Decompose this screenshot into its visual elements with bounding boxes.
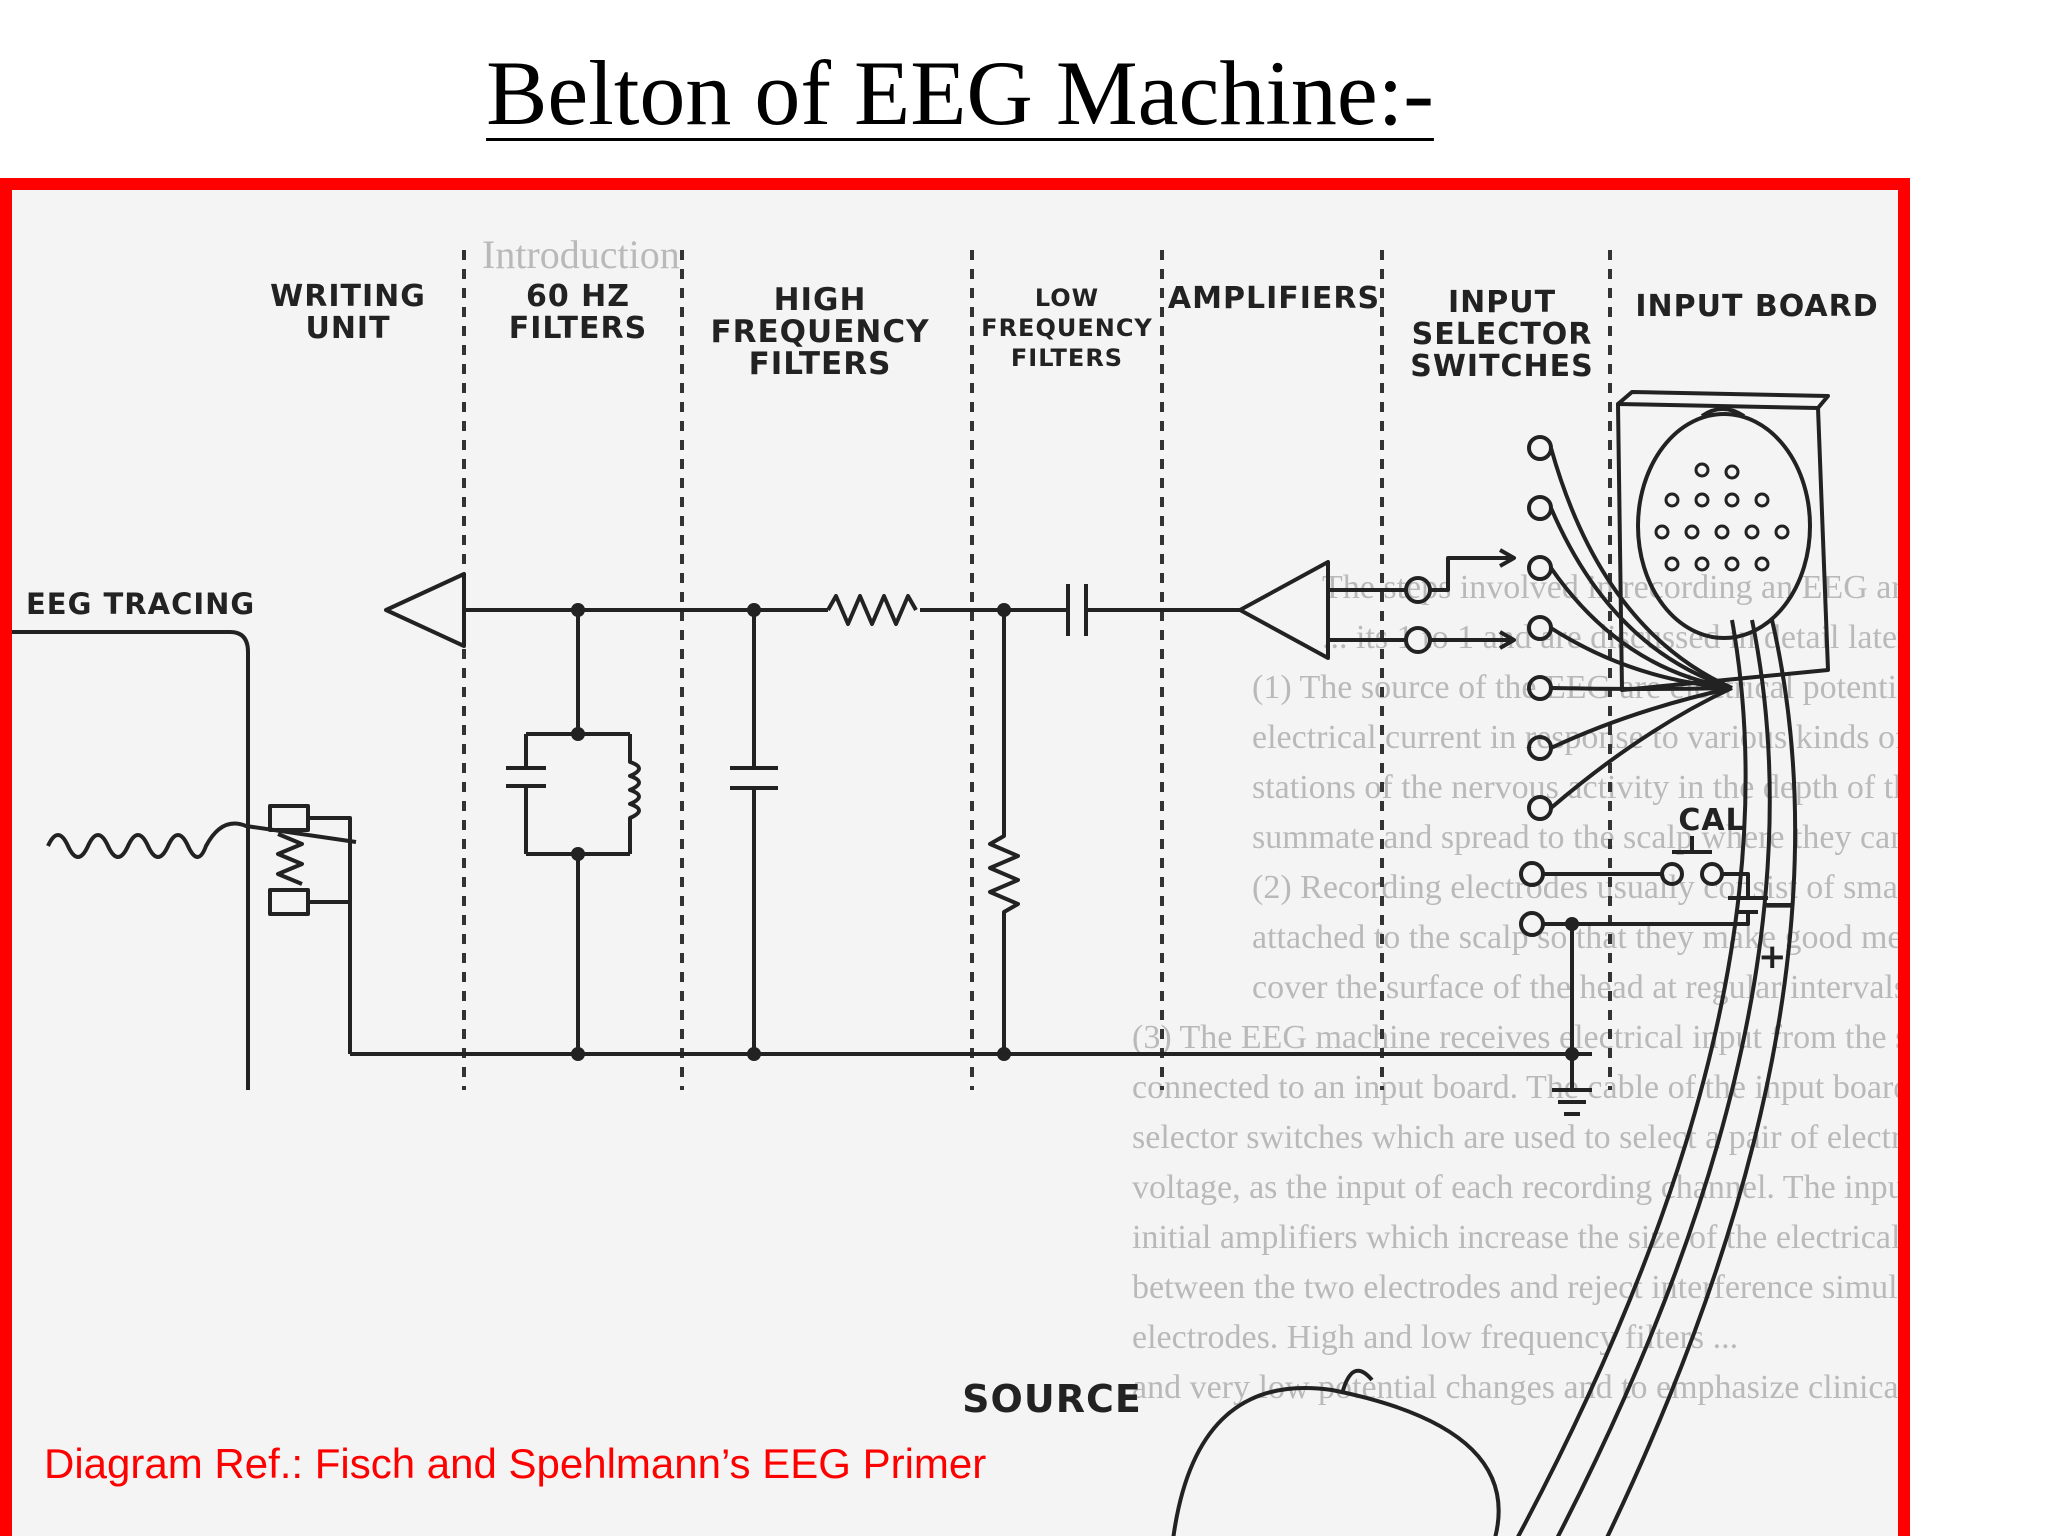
- bg-text-line: selector switches which are used to sele…: [1132, 1119, 1898, 1156]
- head-diagram-icon: [1636, 412, 1812, 640]
- 60hz-capacitor-icon: [506, 734, 546, 854]
- bg-text-line: and very low potential changes and to em…: [1132, 1369, 1898, 1406]
- electrode-cable-1: [1516, 619, 1748, 1536]
- lf-resistor-icon: [988, 610, 1020, 1054]
- bg-heading: Introduction: [482, 232, 680, 277]
- input-board-box: [1616, 402, 1830, 692]
- pen-motor-bottom: [268, 888, 310, 916]
- label-eeg-tracing: EEG TRACING: [26, 587, 255, 621]
- tracing-paper-edge: [12, 630, 250, 1090]
- label-hff-2: FREQUENCY: [710, 314, 929, 350]
- electrode-cable-2: [1555, 619, 1772, 1536]
- electrode-cable-3: [1605, 619, 1798, 1536]
- battery-icon: [1543, 872, 1768, 926]
- label-cal: CAL: [1678, 803, 1745, 838]
- bg-text-line: voltage, as the input of each recording …: [1132, 1169, 1898, 1206]
- bg-text-line: initial amplifiers which increase the si…: [1132, 1219, 1898, 1256]
- pen-coil-icon: [276, 832, 304, 886]
- label-hff-1: HIGH: [774, 282, 867, 318]
- bg-text-line: between the two electrodes and reject in…: [1132, 1269, 1898, 1306]
- selector-terminal[interactable]: [1527, 495, 1553, 521]
- label-writing-unit-2: UNIT: [305, 311, 390, 346]
- label-selector-1: INPUT: [1448, 285, 1556, 320]
- bg-text-line: (3) The EEG machine receives electrical …: [1132, 1019, 1898, 1056]
- eeg-trace-icon: [46, 821, 357, 859]
- hf-capacitor-icon: [730, 610, 778, 1054]
- circuit-wiring: [12, 390, 1830, 1536]
- source-head-icon: [1171, 1386, 1501, 1536]
- hf-resistor-icon: [826, 594, 918, 626]
- label-60hz-2: FILTERS: [509, 311, 647, 346]
- section-dividers: [462, 250, 1612, 1090]
- bg-text-line: cover the surface of the head at regular…: [1252, 969, 1898, 1006]
- selector-terminal[interactable]: [1527, 435, 1553, 461]
- bg-text-line: connected to an input board. The cable o…: [1132, 1069, 1898, 1106]
- 60hz-inductor-icon: [628, 734, 641, 854]
- arrow-2-icon: [1499, 630, 1516, 650]
- label-60hz-1: 60 HZ: [526, 279, 630, 314]
- label-writing-unit-1: WRITING: [270, 279, 426, 314]
- label-amplifiers: AMPLIFIERS: [1168, 281, 1380, 316]
- diagram-reference: Diagram Ref.: Fisch and Spehlmann’s EEG …: [44, 1440, 987, 1487]
- cal-contact-1: [1660, 862, 1684, 886]
- pen-driver-triangle-icon: [384, 572, 466, 648]
- label-lff-1: LOW: [1035, 284, 1099, 312]
- ground-icon: [1552, 1054, 1592, 1116]
- junction-dots: [571, 603, 1579, 1061]
- cal-button-icon[interactable]: [1672, 836, 1712, 854]
- label-plus: +: [1758, 937, 1788, 977]
- label-lff-3: FILTERS: [1011, 344, 1123, 372]
- amplifier-triangle-icon: [1238, 560, 1330, 660]
- bg-text-line: summate and spread to the scalp where th…: [1252, 819, 1898, 856]
- eeg-block-diagram: Introduction The steps involved in recor…: [12, 232, 1898, 1536]
- label-selector-2: SELECTOR: [1412, 317, 1593, 352]
- label-input-board: INPUT BOARD: [1635, 289, 1878, 324]
- pen-motor-top: [268, 804, 310, 832]
- label-hff-3: FILTERS: [749, 346, 892, 382]
- label-lff-2: FREQUENCY: [981, 314, 1153, 342]
- arrow-1-icon: [1499, 548, 1516, 568]
- slide-title: Belton of EEG Machine:-: [486, 42, 1434, 144]
- label-selector-3: SWITCHES: [1410, 349, 1594, 384]
- diagram-frame: Introduction The steps involved in recor…: [0, 178, 1910, 1536]
- label-source: SOURCE: [962, 1377, 1142, 1421]
- bg-text-line: electrodes. High and low frequency filte…: [1132, 1319, 1738, 1356]
